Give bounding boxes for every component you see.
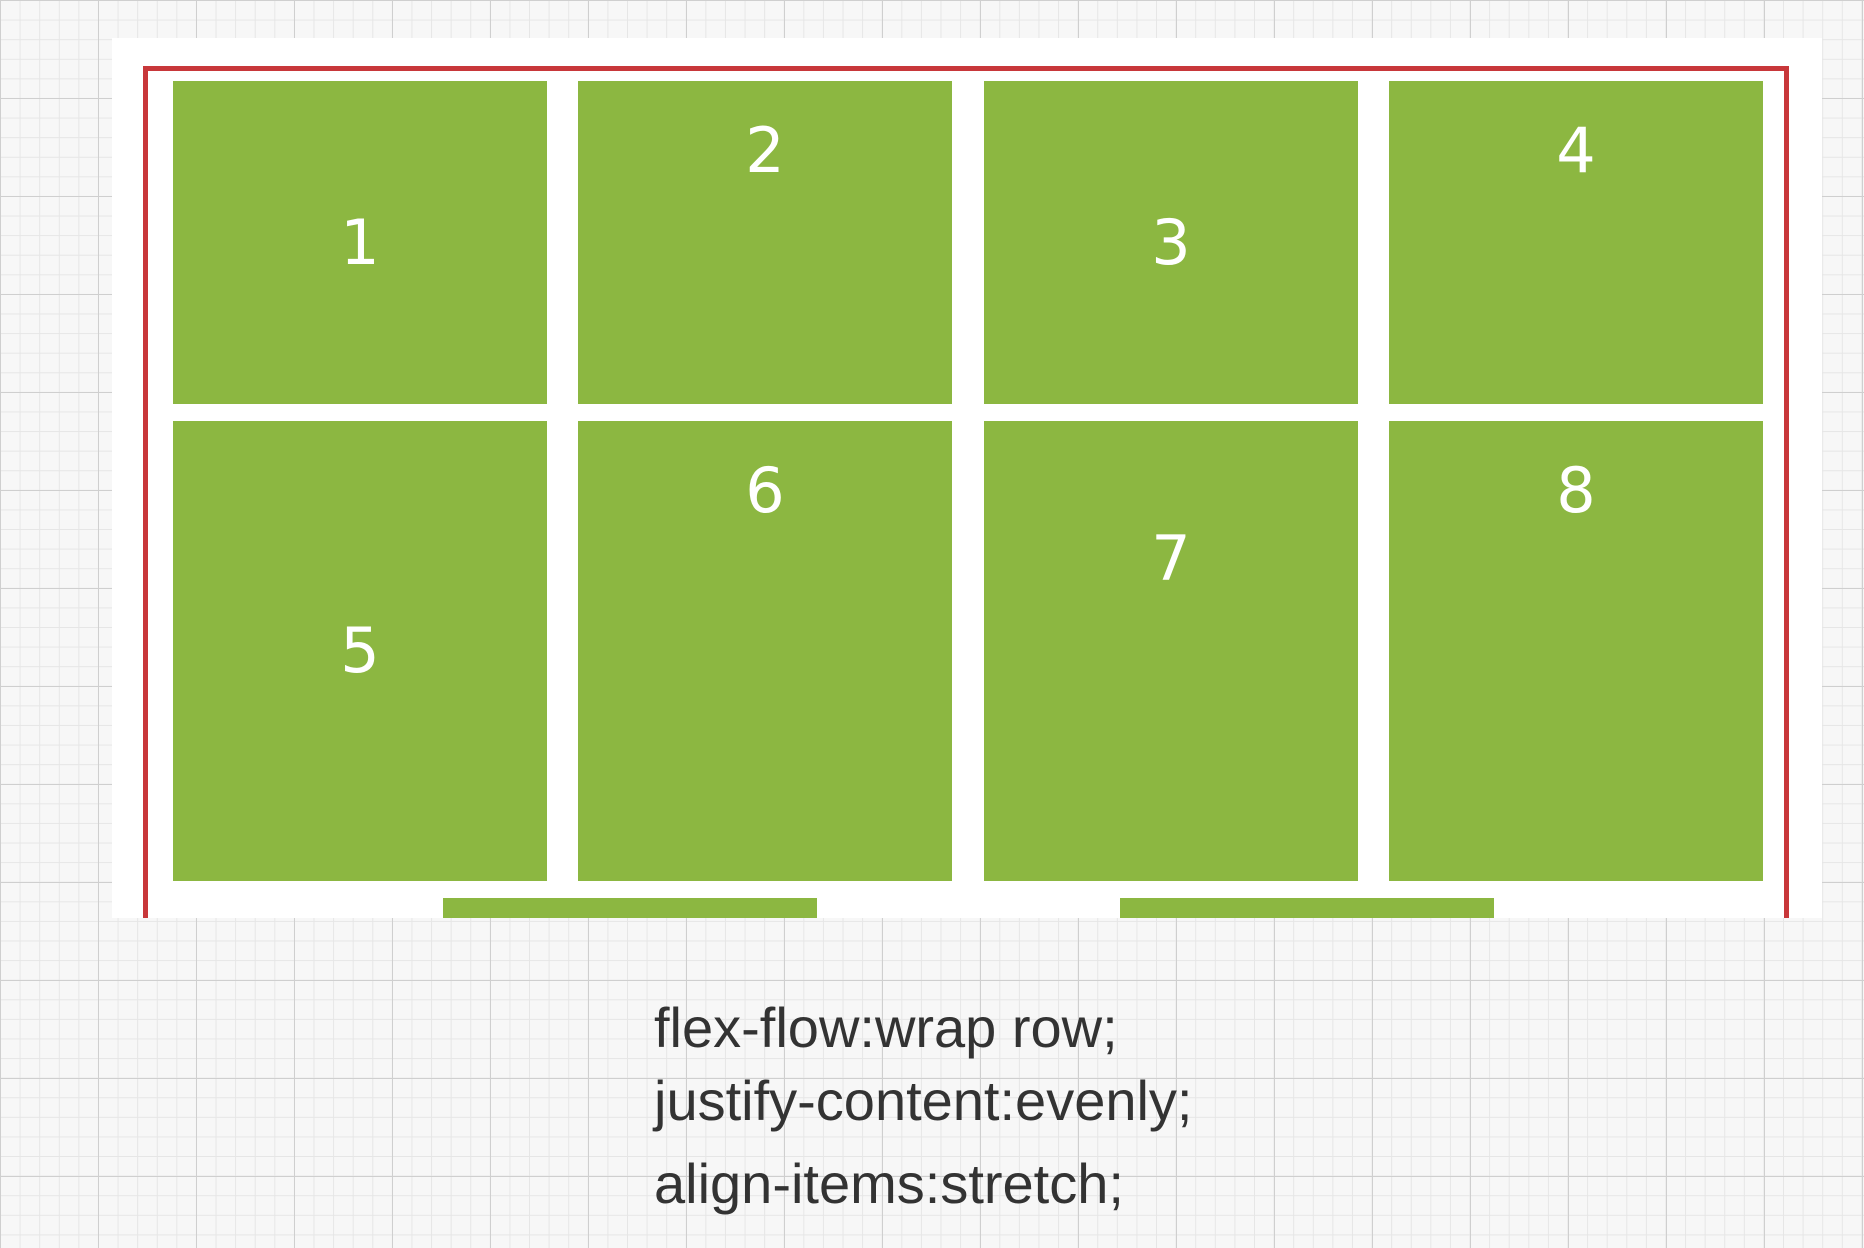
- flex-item-5-label: 5: [340, 614, 380, 687]
- flex-item-6: 6: [578, 421, 952, 881]
- flex-item-1: 1: [173, 81, 547, 404]
- caption-line-justify-content: justify-content:evenly;: [654, 1068, 1193, 1132]
- flex-item-2-label: 2: [745, 114, 785, 187]
- flex-container: [143, 66, 1789, 918]
- flex-item-3-label: 3: [1151, 205, 1191, 279]
- flex-item-4-label: 4: [1556, 114, 1596, 187]
- flex-item-3: 3: [984, 81, 1358, 404]
- flex-item-7: 7: [984, 421, 1358, 881]
- caption-line-flex-flow: flex-flow:wrap row;: [654, 996, 1118, 1059]
- flex-item-1-label: 1: [340, 205, 380, 279]
- flex-item-5: 5: [173, 421, 547, 881]
- css-caption: flex-flow:wrap row; justify-content:even…: [654, 992, 1192, 1220]
- flex-item-partial-2: [1120, 898, 1494, 918]
- flex-item-7-label: 7: [1151, 522, 1191, 595]
- flex-item-8: 8: [1389, 421, 1763, 881]
- flex-item-6-label: 6: [745, 454, 785, 527]
- caption-line-align-items: align-items:stretch;: [654, 1151, 1124, 1215]
- flex-item-8-label: 8: [1556, 454, 1596, 527]
- flex-item-4: 4: [1389, 81, 1763, 404]
- flex-item-partial-1: [443, 898, 817, 918]
- diagram-canvas: 1 2 3 4 5 6 7 8: [112, 38, 1822, 918]
- flex-item-2: 2: [578, 81, 952, 404]
